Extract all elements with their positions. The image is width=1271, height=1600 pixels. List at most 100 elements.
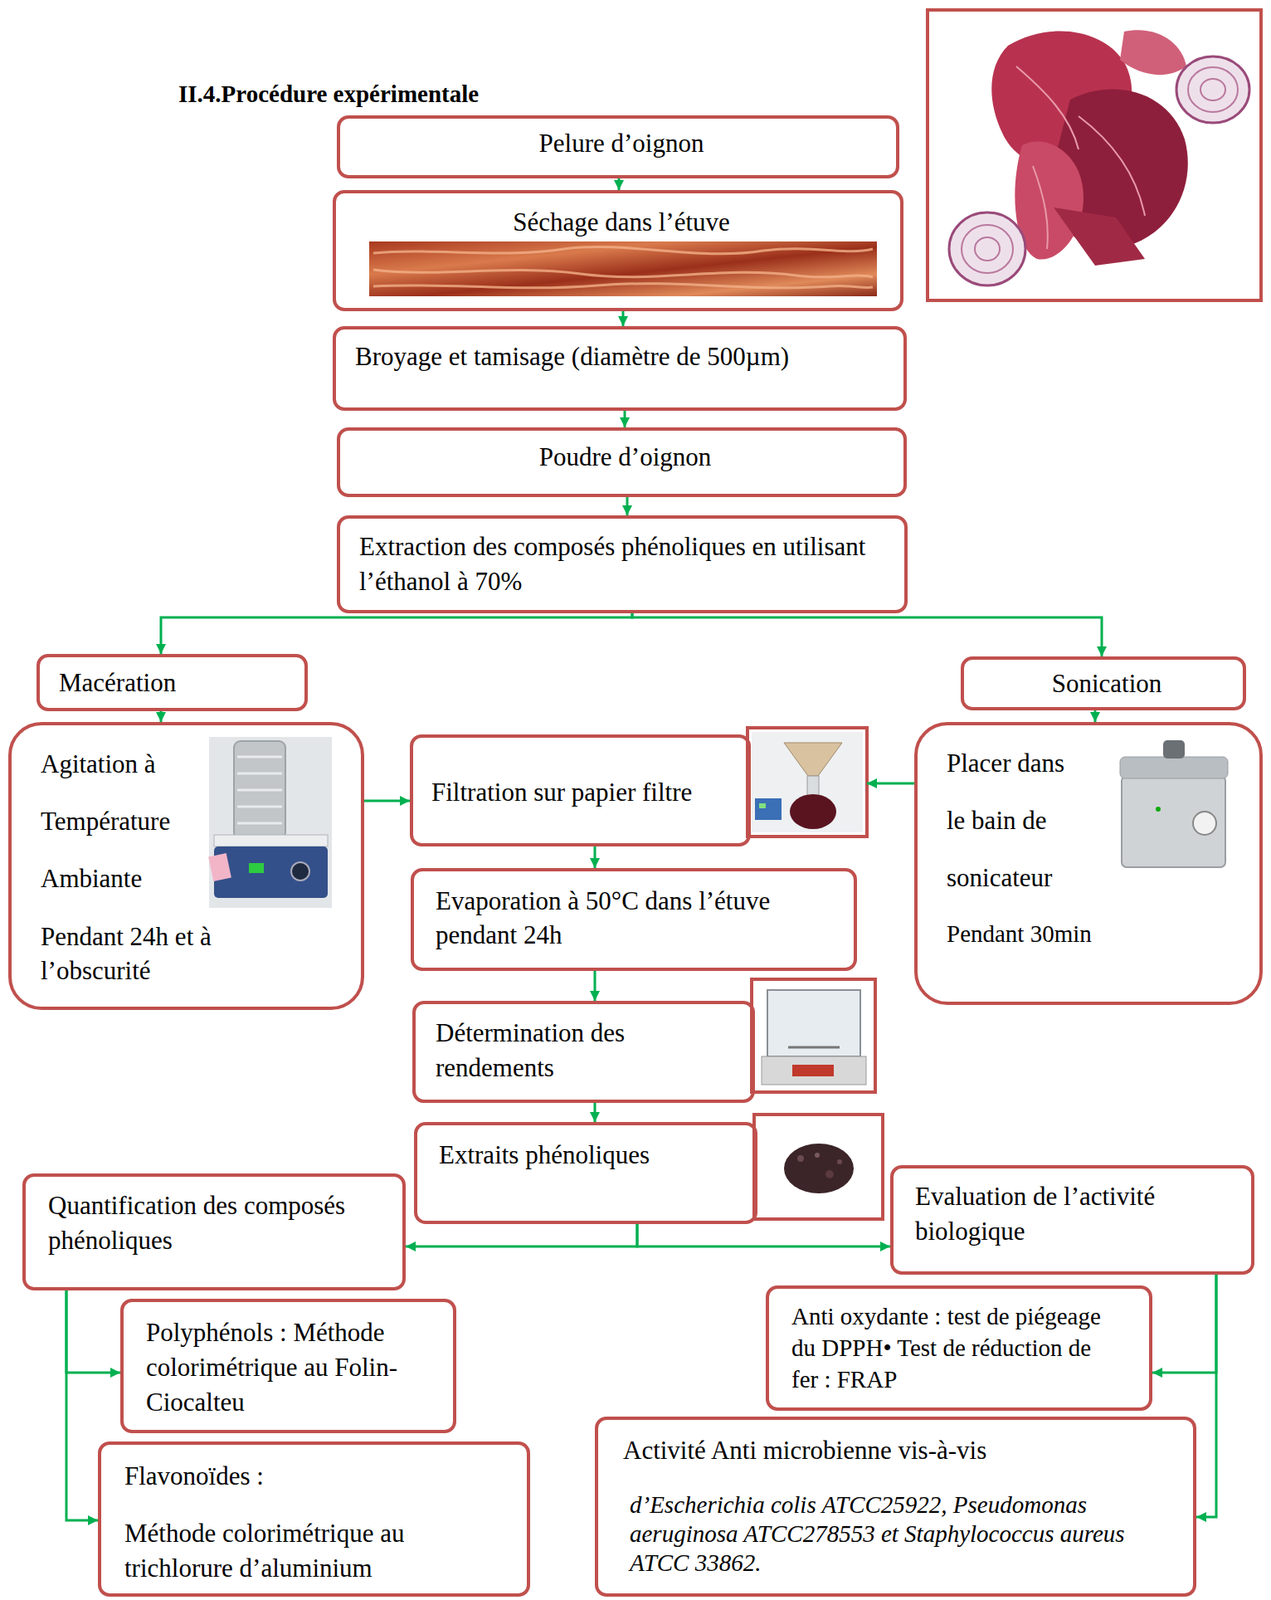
onion-peel-photo-part: [949, 212, 1026, 286]
filtration-photo-part: [784, 742, 843, 776]
magnetic-stirrer-photo-part: [208, 852, 232, 882]
onion-peel-photo-part: [961, 224, 1013, 273]
node-text: Extraction des composés phénoliques en u…: [359, 529, 898, 599]
magnetic-stirrer-photo-part: [237, 756, 283, 823]
balance-photo-part: [767, 989, 861, 1057]
extract-powder-photo-part: [837, 1158, 843, 1164]
onion-peel-photo-part: [1016, 66, 1145, 249]
node-text: Poudre d’oignon: [353, 441, 897, 473]
dried-peel-photo-part: [373, 247, 873, 288]
node-text: Agitation à Température Ambiante: [40, 735, 207, 907]
node-text: d’Escherichia colis ATCC25922, Pseudomon…: [629, 1490, 1161, 1578]
filtration-photo-part: [789, 793, 837, 829]
magnetic-stirrer-photo-part: [214, 846, 328, 898]
ultrasonic-bath-photo-part: [1120, 756, 1228, 779]
process-box: Quantification des composés phénoliques: [22, 1173, 406, 1291]
extract-powder-photo-part: [814, 1152, 820, 1158]
extract-powder-photo-part: [784, 1143, 854, 1194]
connector-arrow: [364, 799, 410, 803]
node-text: Extraits phénoliques: [438, 1139, 748, 1171]
onion-peel-photo-part: [974, 237, 1000, 261]
process-box: Extraits phénoliques: [413, 1121, 758, 1224]
extract-powder-photo: [754, 1114, 883, 1219]
connector-arrow: [160, 613, 633, 654]
dried-peel-photo-part: [369, 241, 877, 297]
process-box: Séchage dans l’étuve: [332, 189, 904, 312]
magnetic-stirrer-photo-part: [233, 740, 286, 839]
process-box: Evaluation de l’activité biologique: [890, 1164, 1255, 1275]
balance-photo-part: [761, 1056, 867, 1085]
connector-arrow: [622, 311, 625, 327]
node-text: Filtration sur papier filtre: [431, 776, 739, 809]
ultrasonic-bath-photo-part: [1163, 740, 1185, 759]
extract-powder-photo-part: [754, 1114, 883, 1219]
connector-arrow: [594, 846, 597, 868]
filtration-photo-part: [751, 731, 863, 833]
node-text: Evaporation à 50°C dans l’étuve pendant …: [435, 883, 818, 952]
connector-arrow: [405, 1223, 638, 1247]
process-box: Activité Anti microbienne vis-à-vis d’Esc…: [594, 1416, 1197, 1597]
connector-arrow: [637, 1223, 891, 1247]
ultrasonic-bath-photo-part: [1193, 811, 1217, 835]
extract-powder-photo-part: [825, 1169, 834, 1179]
balance-photo-part: [788, 1046, 840, 1049]
balance-photo: [751, 978, 876, 1092]
connector-arrow: [618, 178, 621, 190]
node-text: Sonication: [977, 667, 1237, 700]
connector-arrow: [160, 710, 163, 722]
node-text: Broyage et tamisage (diamètre de 500µm): [355, 340, 897, 373]
ultrasonic-bath-photo-part: [1155, 806, 1161, 812]
node-text: Séchage dans l’étuve: [349, 206, 894, 239]
process-box: Pelure d’oignon: [336, 115, 900, 179]
connector-arrow: [626, 496, 629, 516]
node-text: Méthode colorimétrique au trichlorure d’…: [124, 1515, 457, 1586]
connector-arrow: [632, 613, 1102, 657]
balance-photo-part: [792, 1064, 834, 1077]
onion-peel-photo-part: [1188, 67, 1238, 113]
connector-arrow: [1152, 1274, 1217, 1373]
node-text: Pendant 30min: [946, 918, 1253, 949]
process-box: Anti oxydante : test de piégeage du DPPH…: [765, 1285, 1153, 1411]
diagram-title: II.4.Procédure expérimentale: [178, 78, 479, 109]
filtration-photo-part: [747, 727, 867, 837]
connector-arrow: [1196, 1274, 1217, 1517]
filtration-photo: [747, 727, 867, 837]
process-box: Polyphénols : Méthode colorimétrique au …: [120, 1298, 457, 1433]
node-text: Quantification des composés phénoliques: [48, 1188, 380, 1258]
magnetic-stirrer-photo: [208, 736, 332, 908]
process-box: Flavonoïdes :Méthode colorimétrique au t…: [97, 1441, 531, 1597]
connector-arrow: [866, 782, 915, 785]
filtration-photo-part: [807, 775, 819, 796]
magnetic-stirrer-photo-part: [291, 861, 310, 881]
onion-peel-photo: [927, 9, 1262, 301]
process-box: Poudre d’oignon: [336, 427, 907, 497]
process-box: Agitation à Température AmbiantePendant …: [8, 721, 365, 1010]
onion-peel-photo-part: [1200, 78, 1226, 101]
magnetic-stirrer-photo-part: [214, 834, 328, 847]
node-text: Evaluation de l’activité biologique: [915, 1178, 1231, 1249]
node-text: Pelure d’oignon: [353, 127, 890, 160]
node-text: Macération: [58, 667, 298, 699]
connector-arrow: [66, 1290, 98, 1520]
magnetic-stirrer-photo-part: [248, 862, 264, 873]
process-box: Evaporation à 50°C dans l’étuve pendant …: [410, 867, 858, 971]
ultrasonic-bath-photo: [1120, 740, 1228, 867]
process-box: Sonication: [960, 656, 1247, 711]
onion-peel-photo-part: [1120, 29, 1187, 75]
process-box: Filtration sur papier filtre: [409, 734, 867, 847]
node-text: Activité Anti microbienne vis-à-vis: [623, 1434, 1187, 1466]
onion-peel-photo-part: [1176, 56, 1250, 123]
connector-arrow: [594, 1102, 597, 1122]
filtration-photo-part: [759, 803, 766, 809]
process-box: Broyage et tamisage (diamètre de 500µm): [332, 326, 907, 411]
node-text: Polyphénols : Méthode colorimétrique au …: [146, 1314, 445, 1420]
dried-peel-photo: [369, 241, 877, 297]
magnetic-stirrer-photo-part: [209, 736, 332, 908]
process-box: Détermination des rendements: [412, 1000, 755, 1103]
process-box: Placer dans le bain de sonicateurPendant…: [914, 721, 1263, 1005]
node-text: Anti oxydante : test de piégeage du DPPH…: [791, 1300, 1111, 1395]
onion-peel-photo-part: [927, 9, 1262, 301]
connector-arrow: [1094, 710, 1097, 722]
ultrasonic-bath-photo-part: [1121, 775, 1226, 867]
extract-powder-photo-part: [797, 1154, 804, 1162]
